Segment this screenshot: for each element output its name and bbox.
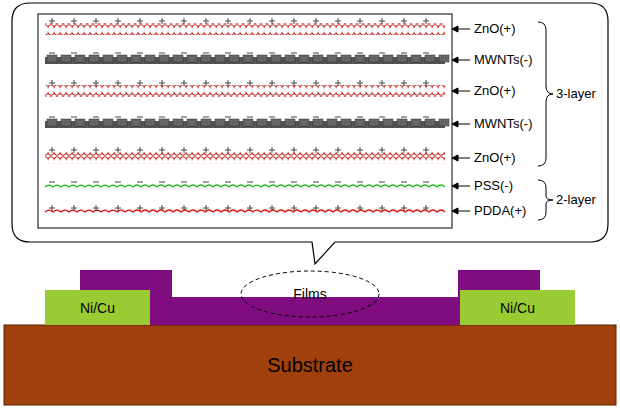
zno-layer (45, 152, 445, 164)
node-label: Substrate (267, 354, 353, 377)
layer-label: ZnO(+) (474, 150, 516, 166)
node-label: Ni/Cu (80, 300, 115, 316)
brace (538, 22, 553, 166)
electrode-box: Ni/Cu (460, 290, 575, 325)
electrode (45, 290, 150, 325)
zno-layer (45, 23, 445, 35)
group-label: 3-layer (556, 86, 596, 102)
leader-arrows (452, 26, 470, 214)
node-label: Films (293, 286, 326, 302)
layer-label: ZnO(+) (474, 21, 516, 37)
electrode (460, 290, 575, 325)
substrate-box: Substrate (4, 325, 616, 405)
electrode-box: Ni/Cu (45, 290, 150, 325)
pss-layer (45, 185, 445, 187)
node-label: Ni/Cu (500, 300, 535, 316)
zno-layer (45, 85, 445, 97)
mwnt-segments (47, 55, 449, 126)
group-label: 2-layer (556, 192, 596, 208)
layer-label: ZnO(+) (474, 83, 516, 99)
substrate-block (4, 325, 616, 405)
callout-bubble (12, 3, 608, 264)
inner-frame (38, 14, 452, 228)
layer-label: PSS(-) (474, 178, 513, 194)
brace (538, 180, 553, 220)
layer-label: MWNTs(-) (474, 116, 532, 132)
layer-label: PDDA(+) (474, 203, 526, 219)
pdda-layer (45, 210, 445, 212)
layer-label: MWNTs(-) (474, 52, 532, 68)
film-region: Films (240, 270, 380, 318)
charge-marks (49, 18, 429, 211)
